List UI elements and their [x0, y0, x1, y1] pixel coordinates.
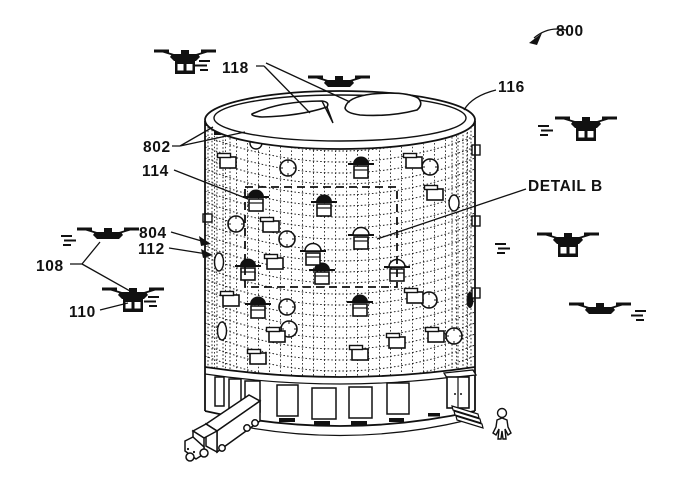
grid-rings [205, 124, 475, 377]
roof-opening-left [251, 100, 334, 124]
edge-porthole [213, 252, 225, 272]
label-108: 108 [36, 258, 64, 275]
tower-body [202, 117, 481, 377]
reference-labels: 118 800 116 802 114 DETAIL B 804 112 108… [36, 23, 603, 321]
person-head [496, 407, 508, 419]
label-118: 118 [222, 60, 249, 77]
leader-arrowheads [199, 33, 542, 258]
person-body [492, 417, 512, 440]
roof-opening-right [344, 92, 422, 117]
label-114: 114 [142, 163, 169, 180]
label-detail-b: DETAIL B [528, 178, 603, 195]
entrance-steps [451, 405, 484, 429]
arrowhead-800 [529, 33, 542, 45]
leader-108 [70, 241, 131, 292]
truck-wheel [243, 424, 251, 432]
leader-116 [463, 89, 497, 111]
porthole [421, 158, 439, 176]
drone-right-middle [494, 231, 601, 257]
person [492, 407, 512, 440]
entrance [442, 369, 484, 429]
drone-left-lower [100, 286, 166, 312]
drone-above-roof [306, 74, 372, 89]
detail-b-outline [244, 186, 398, 288]
edge-tab [471, 144, 481, 156]
door-awning [442, 369, 478, 379]
drone-right-lower [567, 301, 647, 321]
edge-tab [471, 287, 481, 299]
drone-top-left [152, 48, 218, 74]
porthole [278, 298, 296, 316]
roof-rim-inner [213, 94, 467, 142]
edge-tab [202, 213, 213, 223]
leader-802 [172, 126, 246, 147]
tower-base [204, 366, 484, 437]
leader-110 [99, 302, 129, 311]
truck-wheel [199, 448, 209, 458]
truck-wheel [185, 452, 195, 462]
edge-tab [471, 215, 481, 227]
leader-804 [170, 231, 206, 243]
label-800: 800 [556, 23, 584, 40]
delivery-truck [184, 394, 262, 462]
label-802: 802 [143, 139, 171, 156]
arrowhead-804 [199, 236, 211, 246]
arrowhead-112 [201, 249, 213, 258]
truck-wheel [218, 444, 226, 452]
porthole [279, 159, 297, 177]
edge-porthole [216, 321, 228, 341]
bay-window [311, 387, 337, 420]
loading-bays [214, 376, 440, 425]
leader-lines [70, 28, 567, 311]
truck-wheel [251, 419, 259, 427]
label-110: 110 [69, 304, 96, 321]
label-112: 112 [138, 241, 165, 258]
label-116: 116 [498, 79, 525, 96]
base-slab-upper [204, 366, 476, 378]
bay-window [214, 376, 225, 407]
edge-porthole [448, 194, 460, 212]
leader-800 [533, 28, 567, 39]
bay-window [386, 382, 410, 415]
porthole [278, 230, 296, 248]
leader-detail-b [376, 188, 527, 240]
drone-right-upper [537, 115, 619, 141]
porthole [445, 327, 463, 345]
leader-114 [173, 169, 249, 200]
leader-112 [168, 247, 208, 255]
bay-window [348, 386, 373, 419]
porthole [227, 215, 245, 233]
bay-window [276, 384, 299, 417]
leader-118 [256, 62, 351, 114]
tower-roof [204, 90, 476, 150]
label-804: 804 [139, 225, 167, 242]
